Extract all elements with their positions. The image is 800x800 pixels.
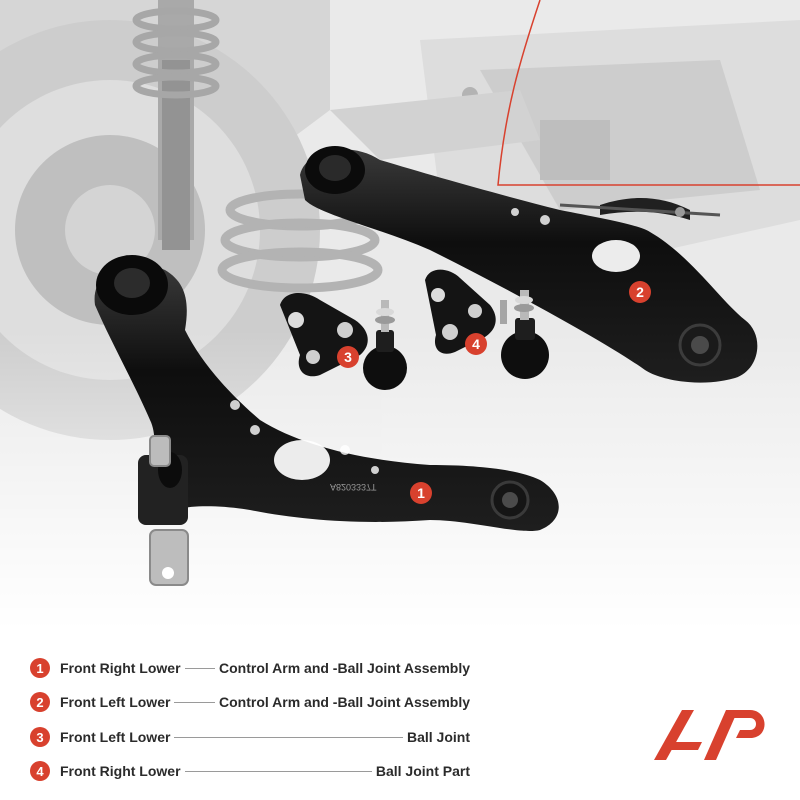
legend-item-1: 1 Front Right Lower Control Arm and -Bal…	[30, 656, 470, 680]
legend-item-2: 2 Front Left Lower Control Arm and -Ball…	[30, 690, 470, 714]
legend-number: 3	[30, 727, 50, 747]
legend-part: Control Arm and -Ball Joint Assembly	[219, 694, 470, 710]
legend-position: Front Left Lower	[60, 729, 171, 745]
legend-part: Control Arm and -Ball Joint Assembly	[219, 660, 470, 676]
leader-line	[184, 667, 215, 669]
legend-item-3: 3 Front Left Lower Ball Joint	[30, 725, 470, 749]
badge-1: 1	[410, 482, 432, 504]
badge-3: 3	[337, 346, 359, 368]
product-photo: A8203337T 1 2 3 4	[0, 0, 800, 630]
badge-2: 2	[629, 281, 651, 303]
legend-part: Ball Joint	[406, 729, 470, 745]
legend-part: Ball Joint Part	[375, 763, 470, 779]
control-arm-front-right: A8203337T	[94, 255, 559, 586]
ball-joint-right	[425, 269, 549, 379]
legend-item-4: 4 Front Right Lower Ball Joint Part	[30, 759, 470, 783]
legend-position: Front Right Lower	[60, 763, 181, 779]
badge-4: 4	[465, 333, 487, 355]
part-stamp: A8203337T	[330, 482, 377, 492]
red-accent-curve	[497, 0, 800, 186]
leader-line	[184, 770, 372, 772]
legend-number: 4	[30, 761, 50, 781]
leader-line	[174, 736, 403, 738]
parts-legend: 1 Front Right Lower Control Arm and -Bal…	[0, 640, 800, 800]
legend-position: Front Left Lower	[60, 694, 171, 710]
legend-number: 1	[30, 658, 50, 678]
brand-logo	[654, 710, 765, 760]
legend-position: Front Right Lower	[60, 660, 181, 676]
leader-line	[174, 701, 215, 703]
control-arm-front-left	[300, 146, 758, 383]
legend-number: 2	[30, 692, 50, 712]
